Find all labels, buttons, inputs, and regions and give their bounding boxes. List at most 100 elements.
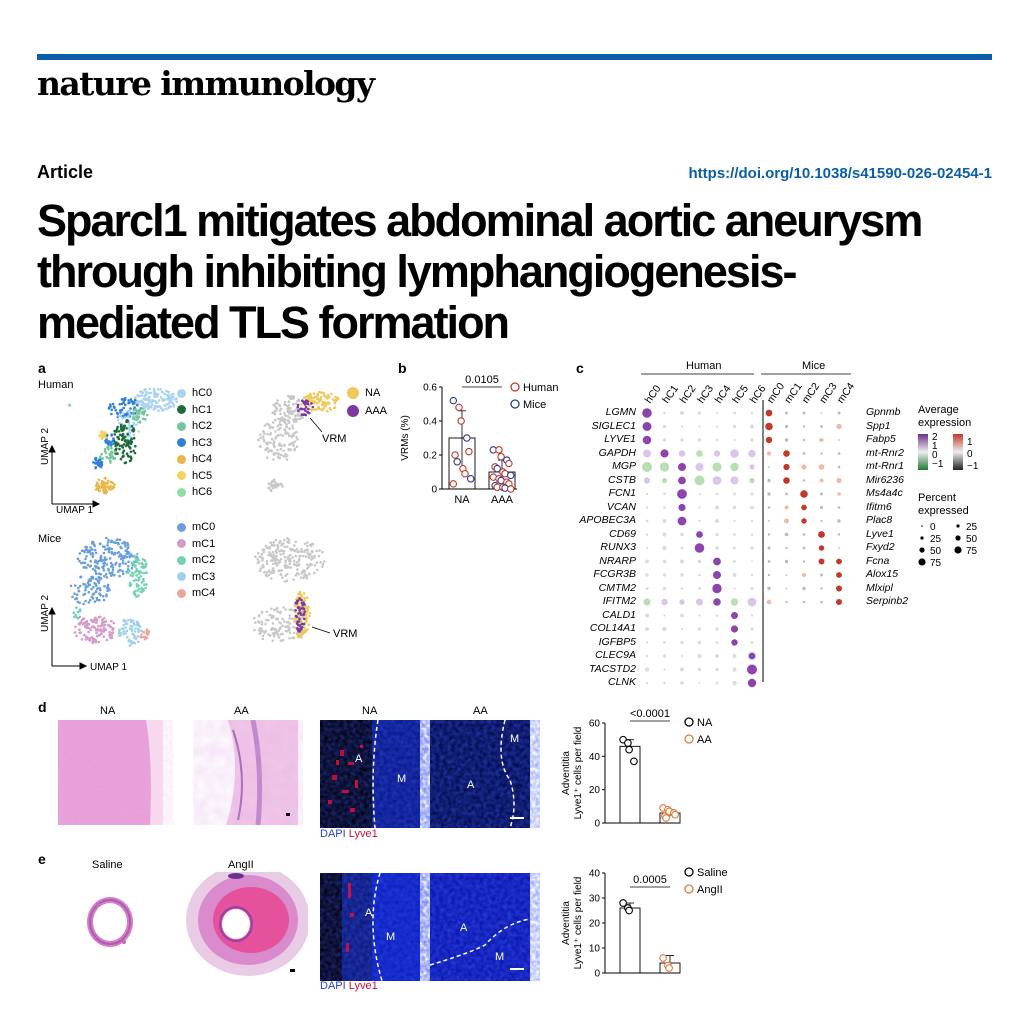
umap-point (111, 573, 114, 576)
legend-item-mc2: mC2 (177, 552, 215, 569)
umap-point (259, 433, 262, 436)
umap-point (293, 440, 297, 443)
if-saline-zone-m: M (386, 931, 395, 943)
umap-point (120, 398, 124, 401)
umap-point (121, 433, 124, 437)
legend-label: hC3 (192, 436, 213, 449)
umap-point (122, 428, 125, 431)
umap-point (113, 551, 116, 555)
umap-point (257, 628, 261, 632)
umap-point (97, 629, 100, 632)
umap-point (132, 554, 136, 558)
dot-ifitm6 (784, 505, 789, 510)
umap-point (296, 627, 299, 631)
umap-point (82, 566, 85, 569)
dot-tacstd2 (715, 667, 719, 672)
umap-point (288, 443, 291, 446)
umap-point (297, 550, 301, 553)
umap-point (133, 408, 136, 412)
dot-fcgr3b (732, 573, 737, 577)
dot-clnk (680, 681, 684, 685)
umap-point (137, 587, 141, 591)
umap-point (108, 571, 112, 575)
umap-point (112, 621, 116, 625)
umap-point (284, 432, 287, 435)
umap-point (298, 597, 302, 600)
data-point (625, 745, 633, 754)
umap-point (122, 400, 125, 404)
dot-cald1 (663, 614, 666, 617)
umap-point (275, 630, 279, 634)
dot-fcgr3b (645, 573, 649, 577)
dot-ifitm6 (801, 504, 807, 511)
umap-point (105, 490, 109, 493)
umap-point (319, 560, 323, 564)
column-label: hC5 (730, 383, 751, 406)
dot-spp1 (765, 422, 773, 431)
umap-point (100, 630, 103, 633)
umap-point (82, 633, 86, 637)
umap-point (92, 585, 95, 589)
umap-point (272, 541, 275, 544)
dot-lyve1 (715, 438, 719, 442)
dot-mgp (712, 462, 722, 472)
dot-igfbp5 (680, 640, 684, 645)
umap-point (103, 447, 107, 451)
umap-point (150, 400, 154, 404)
umap-point (119, 423, 123, 427)
umap-point (267, 633, 270, 636)
umap-point (73, 592, 76, 595)
umap-point (305, 616, 309, 620)
umap-point (80, 561, 83, 565)
dot-gapdh (713, 450, 721, 457)
umap-point (302, 400, 305, 404)
gene-label: Spp1 (866, 419, 891, 432)
if-angii-zone-a: A (460, 922, 468, 934)
umap-point (133, 451, 137, 455)
umap-point (156, 392, 160, 396)
umap-point (94, 577, 98, 581)
dot-fcgr3b (750, 573, 754, 577)
umap-point (281, 624, 284, 628)
umap-point (305, 577, 309, 580)
umap-point (327, 402, 331, 405)
umap-point (286, 537, 289, 540)
gene-label: GAPDH (598, 446, 636, 459)
umap-point (299, 417, 302, 421)
doi-link[interactable]: https://doi.org/10.1038/s41590-026-02454… (688, 165, 993, 182)
umap-point (116, 570, 120, 573)
umap-point (272, 458, 275, 461)
umap-point (288, 636, 291, 640)
umap-point (108, 557, 112, 560)
umap-point (130, 639, 133, 643)
umap-point (148, 405, 151, 408)
umap-point (142, 579, 145, 583)
umap-point (93, 560, 97, 564)
umap-point (86, 563, 90, 567)
umap-point (286, 419, 290, 422)
column-label: hC0 (643, 383, 664, 406)
pct-legend-dot (956, 524, 960, 528)
umap-point (98, 572, 101, 575)
umap-point (159, 396, 163, 399)
umap-point (310, 558, 313, 561)
dot-apobec3a (677, 516, 687, 526)
legend-label: mC1 (192, 537, 216, 550)
dot-lyve1 (680, 438, 684, 442)
dot-clnk (698, 682, 701, 684)
dot-cd69 (645, 533, 649, 536)
legend-swatch (177, 405, 186, 415)
column-label: hC1 (660, 383, 681, 406)
umap-point (276, 547, 280, 550)
legend-item-na: NA (347, 384, 387, 402)
umap-point (292, 609, 295, 612)
umap-point (95, 481, 99, 485)
dot-fxyd2 (767, 546, 771, 550)
umap-point (303, 631, 307, 634)
dot-fcn1 (733, 492, 736, 496)
legend-swatch (177, 588, 186, 598)
umap-point (96, 461, 100, 464)
